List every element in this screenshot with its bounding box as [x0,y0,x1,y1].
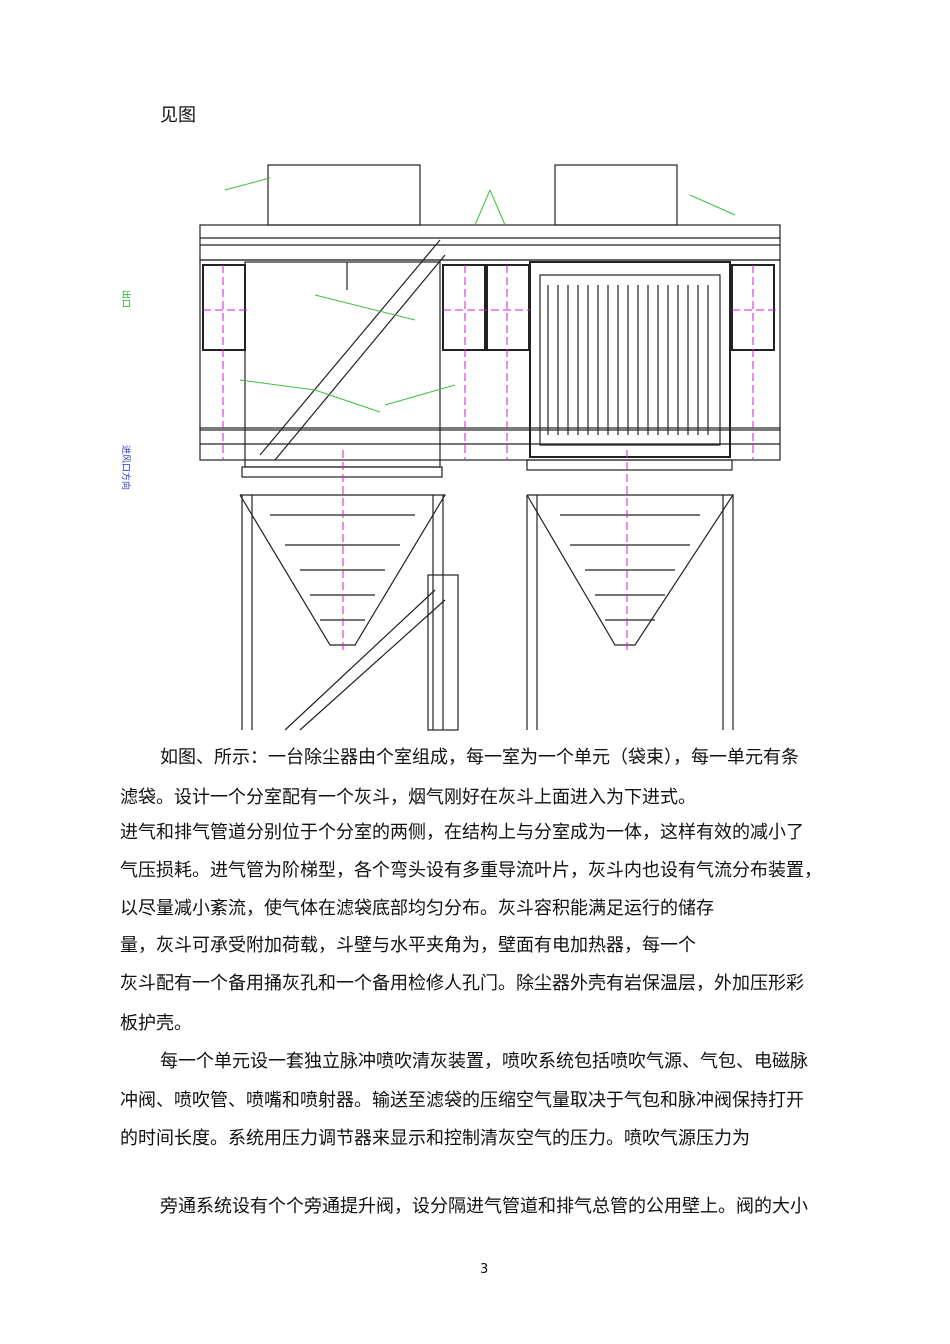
text-line-9: 每一个单元设一套独立脉冲喷吹清灰装置，喷吹系统包括喷吹气源、气包、电磁脉 [160,1051,808,1072]
text-line-6: 量，灰斗可承受附加荷载，斗壁与水平夹角为，壁面有电加热器，每一个 [120,935,696,956]
text-line-10: 冲阀、喷吹管、喷嘴和喷射器。输送至滤袋的压缩空气量取决于气包和脉冲阀保持打开 [120,1090,804,1111]
text-line-12: 旁通系统设有个个旁通提升阀，设分隔进气管道和排气总管的公用壁上。阀的大小 [160,1196,808,1217]
outlet-label: 出口 [120,290,132,308]
inlet-direction-label: 进风口方向 [120,445,132,490]
dust-collector-diagram: 出口 进风口方向 [120,164,781,731]
text-line-4: 气压损耗。进气管为阶梯型，各个弯头设有多重导流叶片，灰斗内也设有气流分布装置， [120,860,822,881]
text-line-5: 以尽量减小紊流，使气体在滤袋底部均匀分布。灰斗容积能满足运行的储存 [120,898,714,919]
text-line-3: 进气和排气管道分别位于个分室的两侧，在结构上与分室成为一体，这样有效的减小了 [120,822,804,843]
text-line-11: 的时间长度。系统用压力调节器来显示和控制清灰空气的压力。喷吹气源压力为 [120,1128,750,1149]
text-line-1: 如图、所示：一台除尘器由个室组成，每一室为一个单元（袋束），每一单元有条 [160,747,799,768]
page-number: 3 [480,1262,489,1277]
figure-caption: 见图 [160,105,196,126]
text-line-7: 灰斗配有一个备用捅灰孔和一个备用检修人孔门。除尘器外壳有岩保温层，外加压形彩 [120,973,804,994]
text-line-2: 滤袋。设计一个分室配有一个灰斗，烟气刚好在灰斗上面进入为下进式。 [120,787,696,808]
text-line-8: 板护壳。 [120,1013,192,1034]
